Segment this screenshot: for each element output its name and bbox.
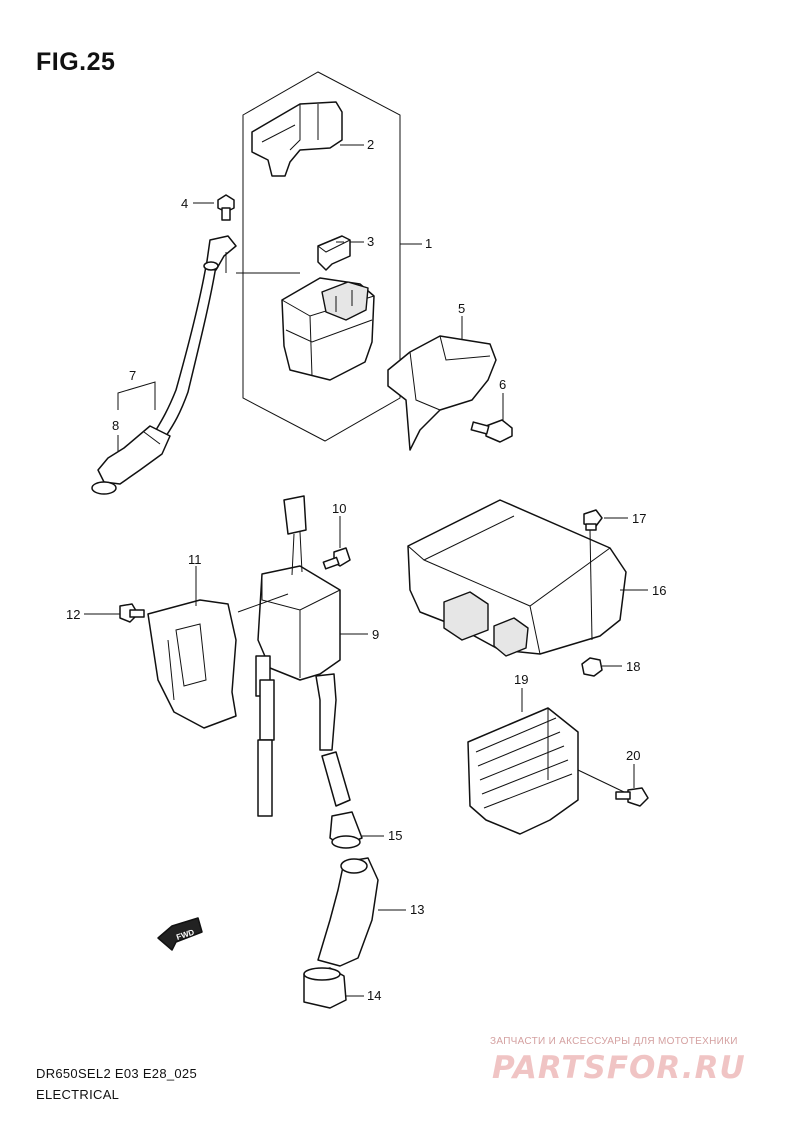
callout-3: 3 (367, 234, 374, 249)
callout-15: 15 (388, 828, 402, 843)
model-code: DR650SEL2 E03 E28_025 (36, 1066, 197, 1081)
bolt-part-20 (615, 787, 649, 807)
hose-part-7 (155, 235, 237, 437)
callout-1: 1 (425, 236, 432, 251)
callout-11: 11 (188, 552, 202, 567)
bolt-part-12 (119, 603, 145, 623)
cap-part-15 (321, 751, 363, 849)
callout-17: 17 (632, 511, 646, 526)
callout-6: 6 (499, 377, 506, 392)
elbow-part-8 (91, 425, 171, 495)
callout-9: 9 (372, 627, 379, 642)
callout-7: 7 (129, 368, 136, 383)
starter-relay-part-1 (281, 277, 375, 381)
relay-cover-part-2 (251, 101, 343, 177)
plug-boot-part-14 (303, 967, 347, 1009)
callout-13: 13 (410, 902, 424, 917)
leader-lines (84, 144, 648, 997)
callout-14: 14 (367, 988, 381, 1003)
screw-part-17 (583, 509, 603, 531)
callout-19: 19 (514, 672, 528, 687)
forward-arrow-icon: FWD (157, 917, 203, 951)
bolt-part-10 (322, 547, 351, 570)
nut-part-18 (581, 657, 603, 677)
figure-title: FIG.25 (36, 48, 116, 76)
callout-4: 4 (181, 196, 188, 211)
callout-8: 8 (112, 418, 119, 433)
callout-12: 12 (66, 607, 80, 622)
callout-16: 16 (652, 583, 666, 598)
plug-cap-part-13 (317, 857, 379, 967)
fuse-part-3 (317, 235, 351, 271)
regulator-part-19 (467, 707, 579, 835)
relay-bracket-part-5 (387, 335, 497, 451)
section-name: ELECTRICAL (36, 1087, 120, 1102)
watermark-caption: ЗАПЧАСТИ И АКСЕССУАРЫ ДЛЯ МОТОТЕХНИКИ (490, 1036, 738, 1047)
ignition-coil-part-9 (255, 495, 341, 817)
callout-20: 20 (626, 748, 640, 763)
watermark-logo: PARTSFOR.RU (492, 1050, 746, 1086)
callout-10: 10 (332, 501, 346, 516)
cdi-unit-part-16 (407, 499, 627, 657)
assembly-frame-1 (242, 71, 401, 442)
callout-5: 5 (458, 301, 465, 316)
callout-2: 2 (367, 137, 374, 152)
bolt-part-4 (217, 194, 235, 221)
callout-18: 18 (626, 659, 640, 674)
bolt-part-6 (470, 419, 513, 443)
coil-bracket-part-11 (147, 599, 237, 729)
